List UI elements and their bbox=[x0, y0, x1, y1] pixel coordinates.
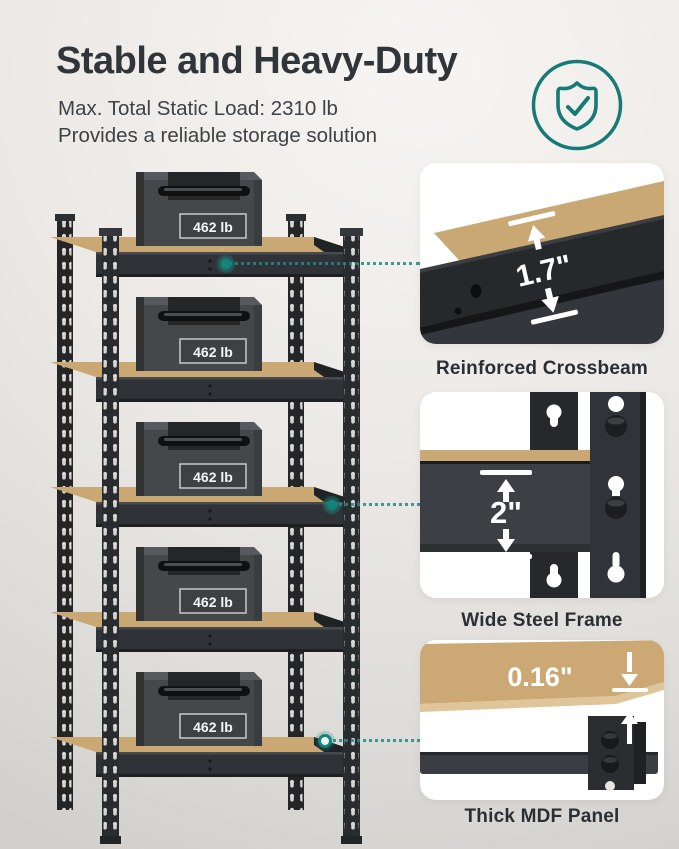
callout-connector-line-3 bbox=[327, 739, 420, 742]
callout-card-steel-frame: 2" bbox=[420, 392, 664, 598]
weight-label: 462 lb bbox=[193, 719, 233, 735]
callout-anchor-dot-2 bbox=[327, 500, 337, 510]
subtitle-line-2: Provides a reliable storage solution bbox=[58, 124, 378, 147]
subtitle-line-1: Max. Total Static Load: 2310 lb bbox=[58, 97, 338, 120]
measurement-arrows: 0.16" bbox=[507, 652, 648, 744]
crossbeam-detail-illustration: 1.7" bbox=[420, 181, 664, 344]
callout-anchor-dot-3 bbox=[318, 734, 332, 748]
rack-front-posts bbox=[99, 228, 363, 844]
measurement-value: 0.16" bbox=[507, 662, 572, 692]
callout-caption-steel-frame: Wide Steel Frame bbox=[461, 610, 623, 631]
measurement-arrows: 2" bbox=[480, 470, 532, 559]
measurement-value: 2" bbox=[490, 495, 522, 530]
weight-label: 462 lb bbox=[193, 344, 233, 360]
callout-card-mdf-panel: 0.16" bbox=[420, 640, 664, 800]
page-subtitle: Max. Total Static Load: 2310 lb Provides… bbox=[58, 95, 438, 149]
weight-blocks: 462 lb 462 lb bbox=[136, 172, 262, 746]
callout-connector-line-1 bbox=[228, 262, 420, 265]
steel-frame-detail-illustration: 2" bbox=[420, 392, 646, 598]
shield-check-icon bbox=[531, 59, 623, 151]
weight-label: 462 lb bbox=[193, 219, 233, 235]
callout-caption-crossbeam: Reinforced Crossbeam bbox=[435, 358, 648, 379]
callout-anchor-dot-1 bbox=[221, 259, 231, 269]
weight-label: 462 lb bbox=[193, 594, 233, 610]
callout-caption-mdf-panel: Thick MDF Panel bbox=[464, 806, 620, 827]
callout-connector-line-2 bbox=[334, 503, 420, 506]
page-title: Stable and Heavy-Duty bbox=[56, 40, 458, 82]
weight-label: 462 lb bbox=[193, 469, 233, 485]
callout-card-crossbeam: 1.7" bbox=[420, 163, 664, 344]
mdf-panel-detail-illustration: 0.16" bbox=[420, 640, 664, 791]
